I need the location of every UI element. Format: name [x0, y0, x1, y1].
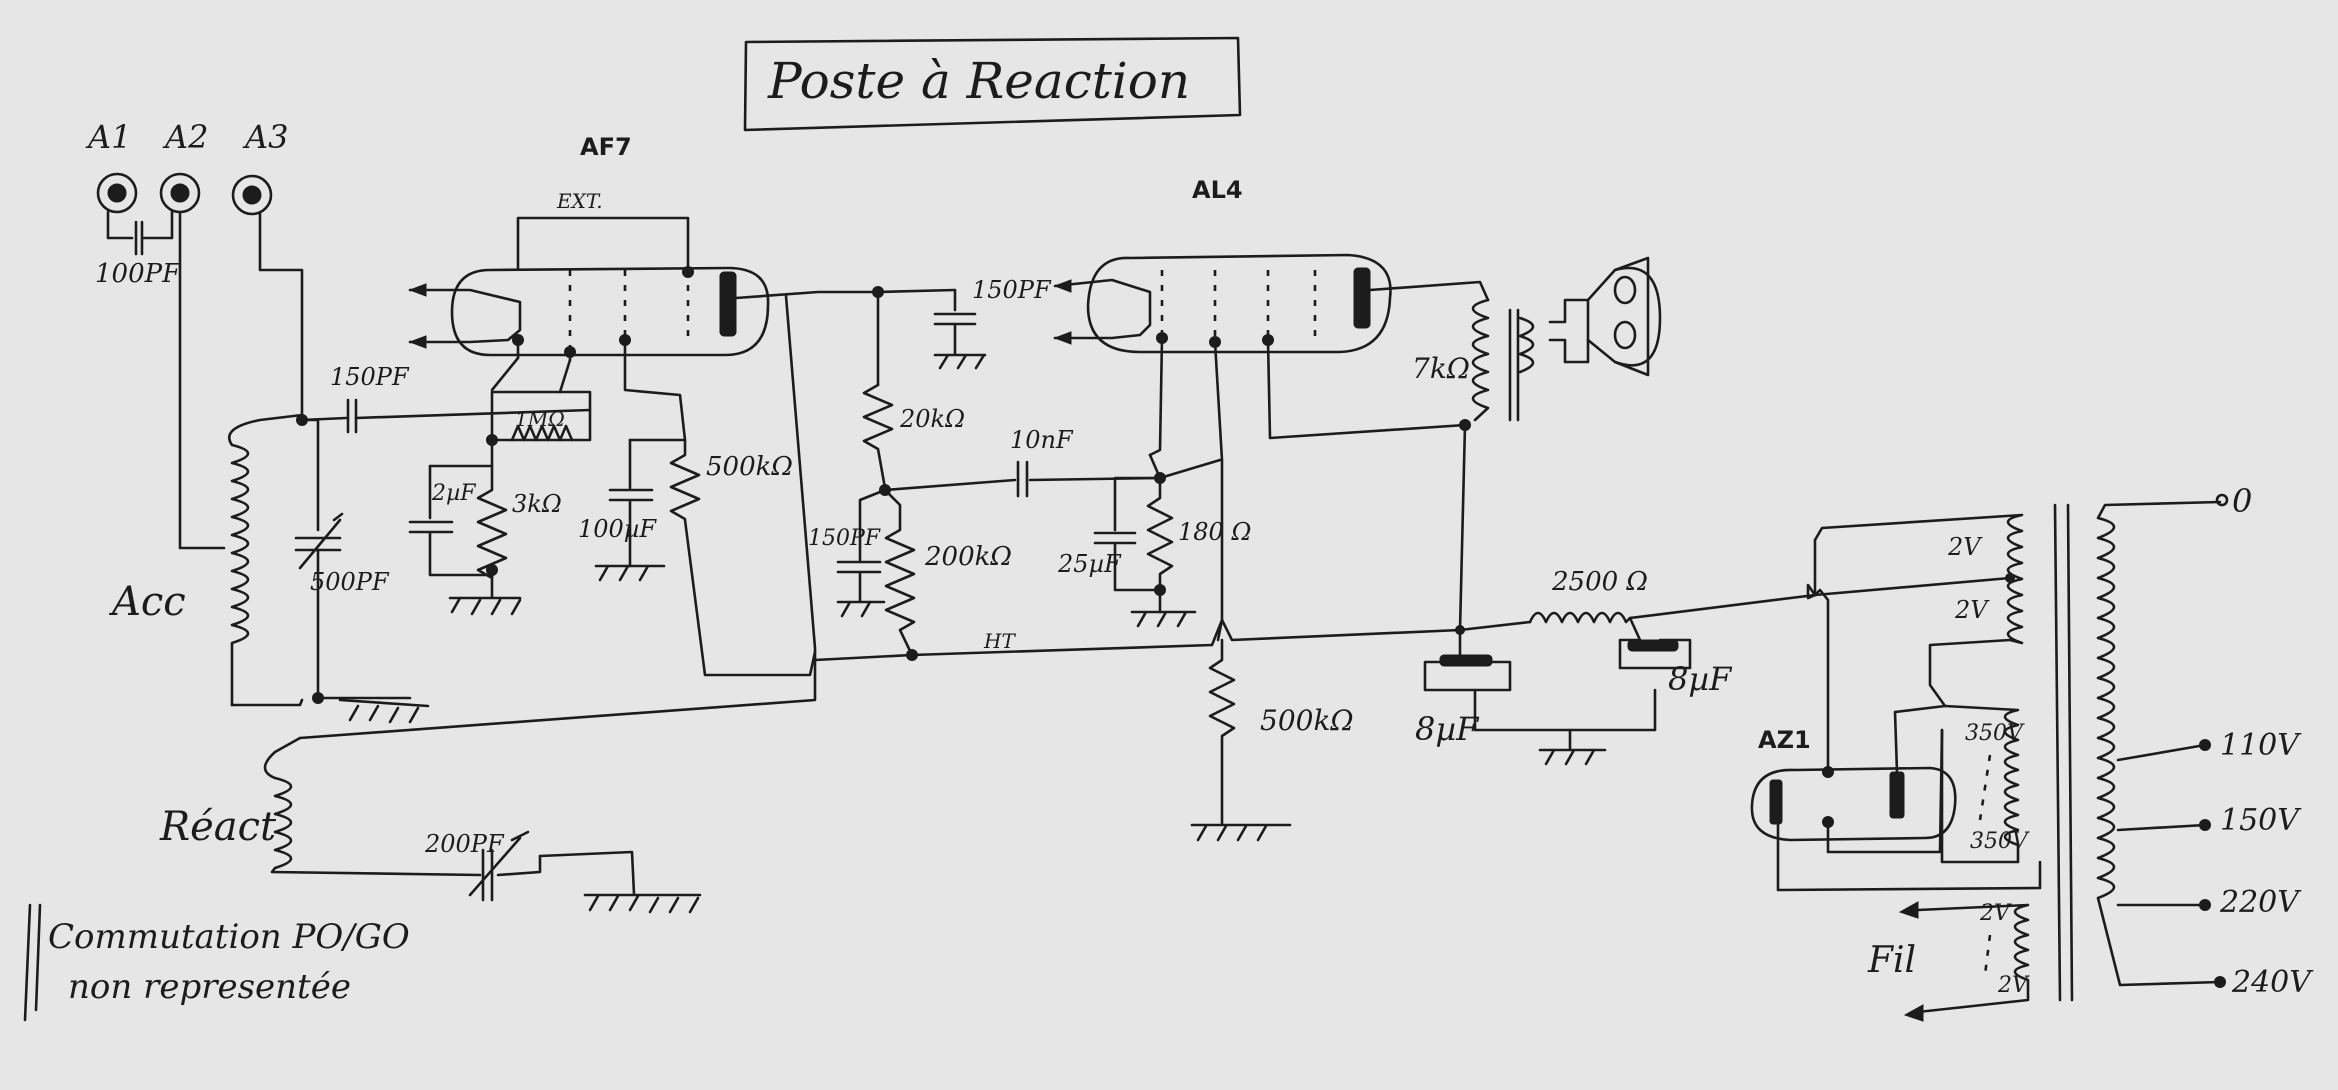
speaker-icon: [1586, 256, 1650, 377]
cap-200pf-label: 200PF: [424, 830, 505, 858]
res-2500-label: 2500 Ω: [1551, 567, 1648, 597]
aerial-coil: Acc 500PF: [108, 413, 430, 724]
cap-100uf-label: 100µF: [578, 515, 657, 543]
cap-10nf-label: 10nF: [1010, 426, 1074, 454]
coil-reset-label: Réact: [159, 804, 277, 850]
res-180-label: 180 Ω: [1178, 518, 1251, 546]
tap-220v-label: 220V: [2219, 885, 2302, 920]
winding-350v-a-label: 350V: [1965, 721, 2025, 746]
res-500k-low-label: 500kΩ: [1260, 704, 1354, 737]
note-line-1: Commutation PO/GO: [48, 917, 410, 957]
terminal-a2-label: A2: [162, 118, 208, 156]
tube-af7: AF7 EXT. 500kΩ 100µF: [298, 133, 880, 740]
tube-az1: AZ1: [1750, 583, 1957, 854]
tap-150v-label: 150V: [2220, 803, 2302, 838]
cap-100pf-label: 100PF: [95, 259, 181, 289]
cap-150pf-low-label: 150PF: [808, 526, 881, 551]
tap-0-label: 0: [2232, 482, 2252, 520]
res-200k-label: 200kΩ: [924, 542, 1012, 572]
schematic-title: Poste à Reaction: [767, 52, 1190, 110]
res-20k-label: 20kΩ: [899, 405, 965, 433]
output-stage: 7kΩ: [1412, 256, 1662, 664]
tube-af7-shield-label: EXT.: [556, 189, 603, 213]
tap-110v-label: 110V: [2220, 728, 2302, 763]
cap-8uf-a-label: 8µF: [1415, 710, 1480, 748]
antenna-terminals: A1 A2 A3 100PF: [85, 118, 304, 550]
cap-2uf-label: 2µF: [431, 481, 476, 506]
tube-al4-label: AL4: [1192, 176, 1243, 204]
terminal-a1-jack: [96, 172, 138, 214]
note-block: Commutation PO/GO non representée: [23, 903, 410, 1022]
title-box: Poste à Reaction: [743, 36, 1242, 132]
terminal-a1-label: A1: [85, 118, 131, 156]
tube-af7-label: AF7: [580, 133, 632, 161]
res-3k-label: 3kΩ: [512, 490, 562, 518]
af7-input-network: 150PF 1MΩ 3kΩ 2µF: [296, 363, 592, 616]
detector-anode-network: 150PF 20kΩ 10nF 150PF 200kΩ HT: [808, 276, 1214, 662]
res-1m-label: 1MΩ: [515, 407, 565, 431]
winding-2v-a-label: 2V: [1947, 533, 1983, 561]
note-line-2: non representée: [68, 967, 351, 1007]
tap-240v-label: 240V: [2231, 965, 2314, 1000]
winding-2v-b-label: 2V: [1954, 596, 1990, 624]
winding-fil-2v-a-label: 2V: [1979, 901, 2012, 926]
filament-fil-label: Fil: [1867, 940, 1916, 981]
terminal-a3-jack: [231, 174, 273, 216]
power-filter: 2500 Ω 500kΩ 8µF 8µF: [1190, 567, 1817, 842]
res-7k-label: 7kΩ: [1412, 352, 1470, 385]
coil-acc-label: Acc: [108, 579, 186, 625]
tube-al4: AL4: [1053, 176, 1490, 642]
power-transformer: 2V 2V 350V 350V Fil 2V 2V 0 110V 150V 22…: [1776, 482, 2314, 1022]
speaker-magnet-icon: [1548, 298, 1590, 364]
ht-label: HT: [983, 629, 1016, 653]
reaction-coil: Réact 200PF: [159, 736, 702, 914]
winding-fil-2v-b-label: 2V: [1997, 973, 2030, 998]
res-500k-top-label: 500kΩ: [706, 452, 793, 482]
cap-8uf-b-label: 8µF: [1668, 660, 1733, 698]
cap-500pf-label: 500PF: [310, 568, 390, 596]
cap-25uf-label: 25µF: [1057, 550, 1122, 578]
terminal-a3-label: A3: [242, 118, 288, 156]
tube-az1-label: AZ1: [1758, 726, 1811, 754]
cap-150pf-grid-label: 150PF: [330, 363, 410, 391]
winding-350v-b-label: 350V: [1970, 829, 2030, 854]
al4-cathode-bias: 25µF 180 Ω: [1057, 453, 1251, 628]
cap-150pf-anode-label: 150PF: [972, 276, 1052, 304]
